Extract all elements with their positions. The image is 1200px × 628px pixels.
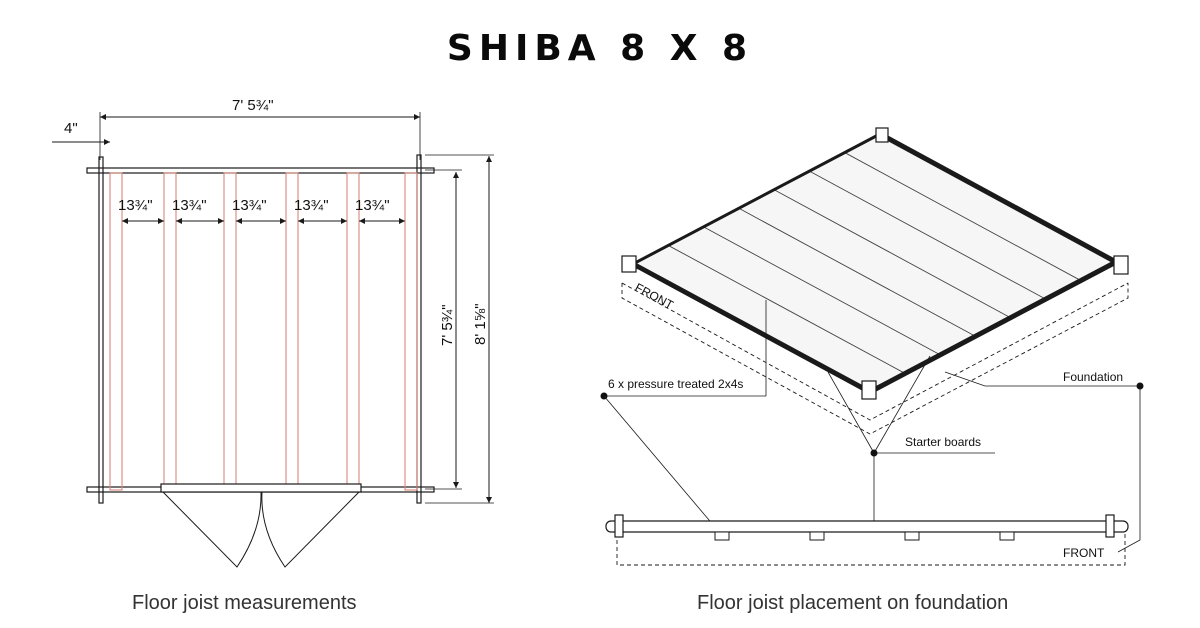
right-caption: Floor joist placement on foundation [697,592,1009,614]
joist-3 [223,172,237,491]
right-post [416,154,422,504]
door-threshold [160,483,362,493]
side-joist-2 [809,531,825,541]
back-left-rail [632,132,881,266]
starter-callout-dot [870,449,878,457]
side-view: FRONT [605,514,1129,566]
side-joists [714,531,1015,541]
joist-gap-label: 13¾" [118,197,153,214]
iso-joist-1 [668,245,906,374]
left-caption: Floor joist measurements [132,592,357,614]
joist-gap-label: 13¾" [294,197,329,214]
side-joist-4 [999,531,1015,541]
iso-joist-2 [703,226,941,356]
joist-5 [346,172,360,491]
inner-depth-label: 7' 5¾" [439,304,456,346]
iso-joists [668,152,1082,374]
width-dimension-label: 7' 5¾" [232,97,274,114]
back-right-rail [878,131,1118,265]
side-foundation [616,530,1126,566]
left-door-swing [162,491,262,568]
offset-dimension-label: 4" [64,120,78,137]
joist-gap-label: 13¾" [355,197,390,214]
starter-callout-label: Starter boards [905,435,981,449]
joist-1 [109,172,123,491]
joist-6 [404,172,418,491]
page-title: SHIBA 8 X 8 [446,28,754,69]
side-joist-3 [904,531,920,541]
joist-gap-label: 13¾" [232,197,267,214]
left-post [98,156,104,504]
joist-2 [163,172,177,491]
outer-depth-label: 8' 1⅝" [472,303,489,345]
side-front-label: FRONT [1063,546,1105,560]
iso-joist-5 [809,170,1046,300]
front-right-rail [868,259,1118,395]
joist-4 [285,172,299,491]
iso-joist-6 [844,152,1082,281]
foundation-outline [621,282,1129,421]
top-rail [86,167,435,174]
joists-callout-label: 6 x pressure treated 2x4s [608,377,743,391]
iso-joist-3 [738,207,976,337]
joist-gaps: 13¾" 13¾" 13¾" 13¾" 13¾" [118,197,405,224]
iso-joist-4 [773,189,1011,319]
side-board [605,520,1129,533]
foundation-callout-dot [1136,382,1144,390]
foundation-callout-label: Foundation [1063,370,1123,384]
joist-gap-label: 13¾" [172,197,207,214]
isometric-floor: FRONT 6 x pressure treated 2x4s Foundati… [600,127,1144,553]
side-joist-1 [714,531,730,541]
floor-plan: 7' 5¾" 4" 13¾" 13¾" 13¾" 13¾" 13¾" 7' 5¾" 8'… [52,97,494,568]
front-left-rail [631,261,872,395]
right-door-swing [261,491,360,568]
corner-block [621,255,637,273]
